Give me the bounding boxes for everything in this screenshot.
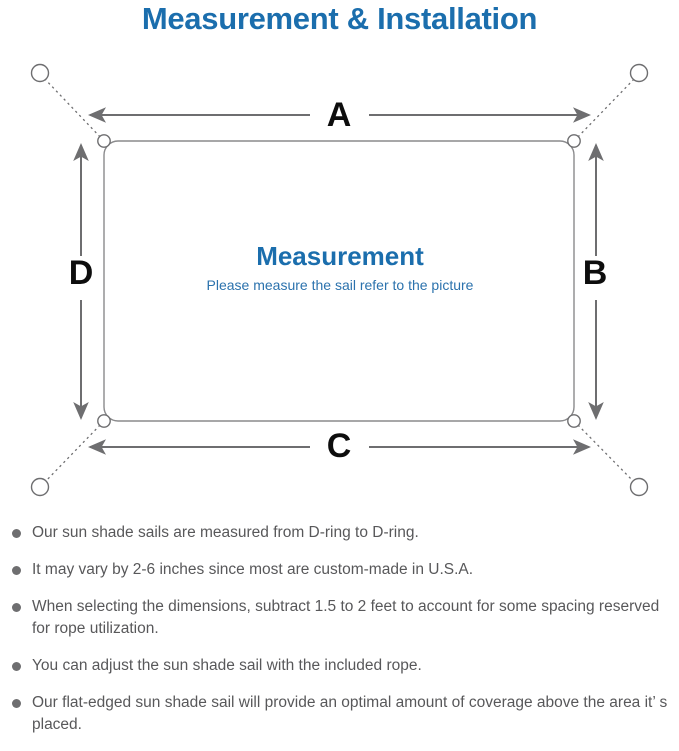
bullet-icon — [12, 699, 21, 708]
bullet-icon — [12, 566, 21, 575]
list-item: It may vary by 2-6 inches since most are… — [0, 559, 679, 581]
bullet-icon — [12, 662, 21, 671]
measurement-diagram: A B C D Measurement Please measure the s… — [0, 44, 679, 514]
d-ring-top-left — [97, 134, 111, 148]
dimension-label-b: B — [582, 254, 608, 292]
sail-caption-title: Measurement — [256, 241, 424, 271]
list-item-text: When selecting the dimensions, subtract … — [32, 598, 660, 637]
list-item-text: It may vary by 2-6 inches since most are… — [32, 561, 474, 578]
sail-caption-block: Measurement Please measure the sail refe… — [140, 240, 540, 295]
list-item: Our flat-edged sun shade sail will provi… — [0, 692, 679, 736]
d-ring-bottom-left — [97, 414, 111, 428]
list-item: You can adjust the sun shade sail with t… — [0, 655, 679, 677]
list-item: When selecting the dimensions, subtract … — [0, 596, 679, 640]
list-item: Our sun shade sails are measured from D-… — [0, 522, 679, 544]
rope-bottom-left — [41, 420, 105, 486]
anchor-point-bottom-left — [30, 477, 50, 497]
d-ring-bottom-right — [567, 414, 581, 428]
bullet-icon — [12, 529, 21, 538]
list-item-text: Our flat-edged sun shade sail will provi… — [32, 694, 668, 733]
rope-bottom-right — [573, 420, 638, 486]
notes-list: Our sun shade sails are measured from D-… — [0, 522, 679, 751]
bullet-icon — [12, 603, 21, 612]
anchor-point-top-right — [629, 63, 649, 83]
page-title: Measurement & Installation — [141, 1, 538, 36]
rope-top-left — [41, 75, 105, 142]
list-item-text: You can adjust the sun shade sail with t… — [32, 657, 422, 674]
rope-top-right — [573, 75, 638, 142]
sail-caption-subtitle: Please measure the sail refer to the pic… — [206, 277, 474, 293]
dimension-label-c: C — [326, 427, 352, 465]
anchor-point-bottom-right — [629, 477, 649, 497]
list-item-text: Our sun shade sails are measured from D-… — [32, 524, 419, 541]
anchor-point-top-left — [30, 63, 50, 83]
dimension-label-d: D — [68, 254, 94, 292]
dimension-label-a: A — [326, 96, 352, 134]
diagram-svg — [30, 63, 649, 497]
sail-outline — [103, 140, 575, 422]
d-ring-top-right — [567, 134, 581, 148]
